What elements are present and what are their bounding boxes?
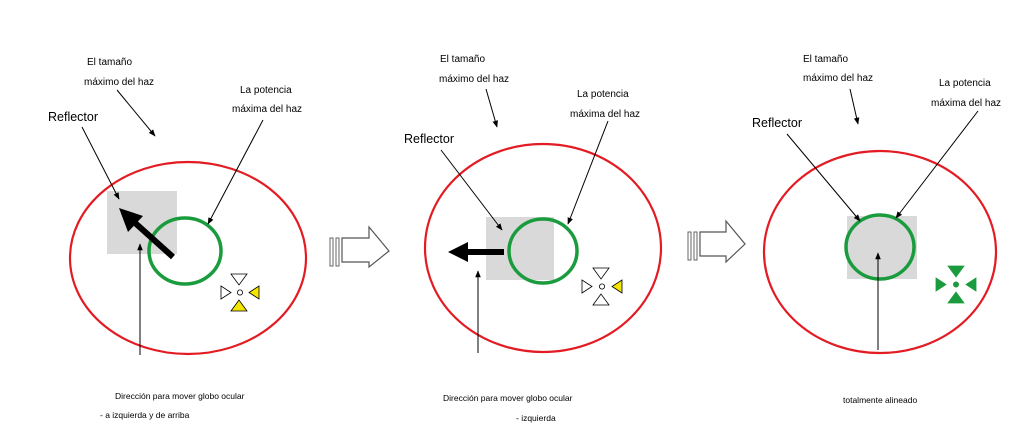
label-beam-size-line2: máximo del haz xyxy=(439,74,509,85)
panel-step-2: El tamaño máximo del haz La potencia máx… xyxy=(404,54,663,423)
indicator-left xyxy=(935,277,947,292)
label-power-line2: máxima del haz xyxy=(232,104,302,115)
pointer-reflector xyxy=(81,126,120,200)
alignment-indicator xyxy=(581,267,623,306)
label-reflector: Reflector xyxy=(752,116,802,130)
label-power-line2: máxima del haz xyxy=(931,98,1001,109)
indicator-center xyxy=(599,283,606,290)
label-beam-size-line1: El tamaño xyxy=(87,57,132,68)
label-beam-size-line2: máximo del haz xyxy=(84,77,154,88)
indicator-bottom xyxy=(230,299,248,312)
pointer-reflector xyxy=(440,149,503,231)
beam-size-circle xyxy=(762,149,998,355)
beam-power-circle xyxy=(147,216,223,286)
step-arrow-2 xyxy=(687,219,746,264)
indicator-right xyxy=(965,277,977,292)
alignment-indicator xyxy=(220,273,260,312)
label-power-line1: La potencia xyxy=(939,78,991,89)
label-reflector: Reflector xyxy=(48,110,98,124)
pointer-power xyxy=(895,110,979,219)
indicator-center xyxy=(953,281,960,288)
pointer-beam-size xyxy=(849,88,860,125)
indicator-bottom xyxy=(947,291,965,304)
indicator-top xyxy=(947,265,965,278)
beam-size-circle xyxy=(68,160,308,356)
beam-power-circle xyxy=(507,217,579,285)
indicator-top xyxy=(592,267,610,280)
pointer-power xyxy=(567,120,609,225)
caption-line2: - a izquierda y de arriba xyxy=(100,410,190,420)
label-reflector: Reflector xyxy=(404,132,454,146)
pointer-beam-size xyxy=(116,89,156,137)
label-beam-size-line2: máximo del haz xyxy=(803,73,873,84)
move-direction-arrow xyxy=(119,208,176,260)
label-power-line1: La potencia xyxy=(577,89,629,100)
indicator-bottom xyxy=(592,293,610,306)
beam-size-circle xyxy=(423,142,663,354)
indicator-right xyxy=(248,285,260,300)
label-power-line1: La potencia xyxy=(240,85,292,96)
caption-line1: totalmente alineado xyxy=(843,395,917,405)
pointer-beam-size xyxy=(485,88,498,128)
caption-line1: Dirección para mover globo ocular xyxy=(115,391,245,401)
label-beam-size-line1: El tamaño xyxy=(440,54,485,65)
label-power-line2: máxima del haz xyxy=(570,109,640,120)
step-arrow-1 xyxy=(329,225,390,269)
indicator-left xyxy=(220,285,232,300)
panel-step-3: El tamaño máximo del haz La potencia máx… xyxy=(752,54,1001,405)
label-beam-size-line1: El tamaño xyxy=(803,54,848,65)
caption-line2: - izquierda xyxy=(516,413,556,423)
indicator-center xyxy=(236,289,243,296)
panel-step-1: El tamaño máximo del haz La potencia máx… xyxy=(48,57,308,420)
indicator-right xyxy=(611,279,623,294)
indicator-top xyxy=(230,273,248,286)
caption-line1: Dirección para mover globo ocular xyxy=(443,393,573,403)
pointer-reflector xyxy=(786,133,861,222)
indicator-left xyxy=(581,279,593,294)
beam-power-circle xyxy=(844,213,916,281)
alignment-indicator xyxy=(935,265,977,304)
move-direction-arrow xyxy=(448,242,504,262)
pointer-power xyxy=(207,119,264,225)
